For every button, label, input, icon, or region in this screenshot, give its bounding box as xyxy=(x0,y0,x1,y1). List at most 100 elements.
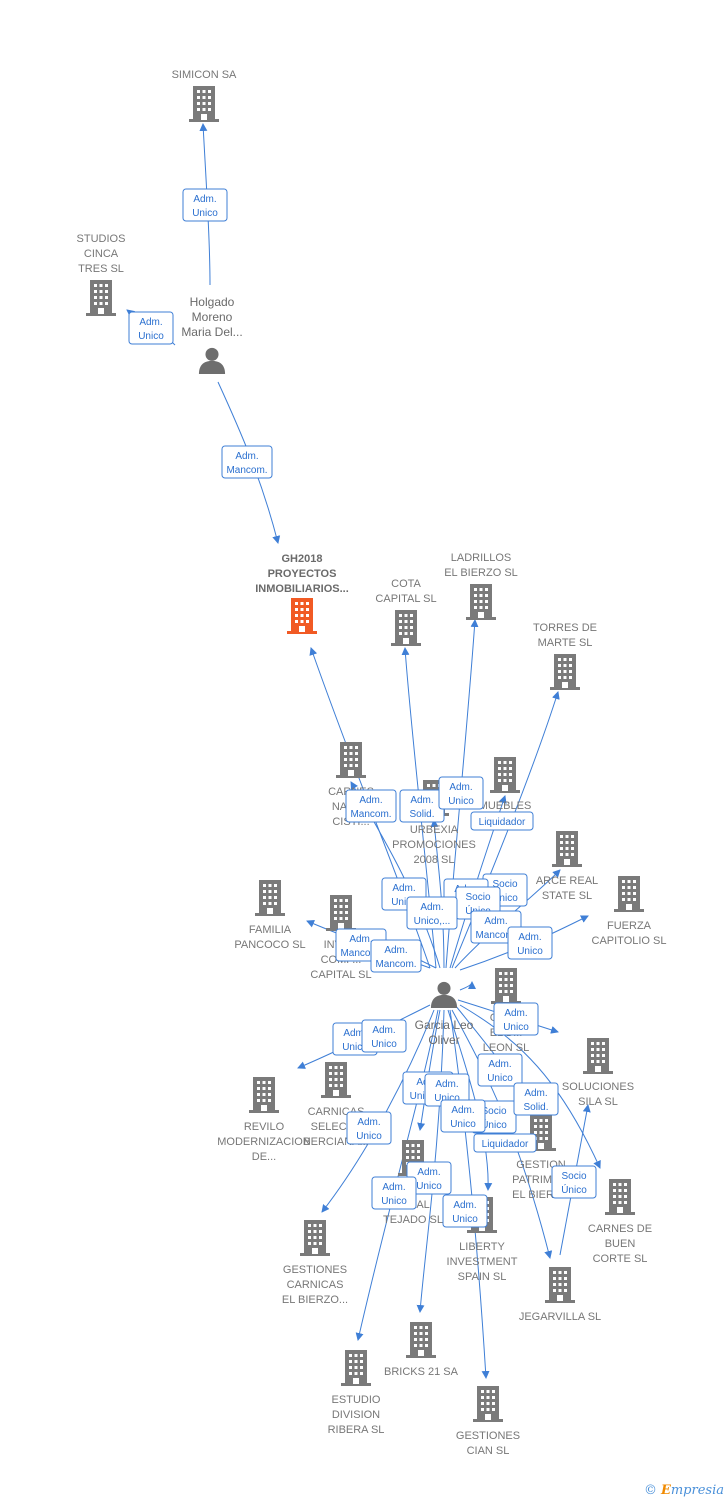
relation-label-text: Adm. xyxy=(193,194,216,205)
node-label-line: STUDIOS xyxy=(77,233,126,245)
relation-label[interactable]: Adm.Unico xyxy=(507,926,553,960)
node-jegarvilla[interactable]: JEGARVILLA SL xyxy=(519,1267,601,1323)
relation-label-text: Liquidador xyxy=(482,1139,529,1150)
building-icon xyxy=(336,742,366,778)
relation-label[interactable]: Adm.Solid. xyxy=(513,1082,559,1116)
node-bricks[interactable]: BRICKS 21 SA xyxy=(384,1322,459,1378)
node-label-line: CORTE SL xyxy=(593,1253,648,1265)
relation-label-box xyxy=(182,188,228,222)
building-icon xyxy=(341,1350,371,1386)
relation-label-text: Unico xyxy=(356,1131,382,1142)
node-label-line: 2008 SL xyxy=(414,854,455,866)
node-label-line: REVILO xyxy=(244,1121,285,1133)
relation-label-box xyxy=(470,811,534,831)
node-revilo[interactable]: REVILOMODERNIZACIONDE... xyxy=(217,1077,311,1163)
relation-label-text: Socio xyxy=(465,892,490,903)
relation-label[interactable]: Adm.Solid. xyxy=(399,789,445,823)
relation-label-box xyxy=(513,1082,559,1116)
node-label-line: GESTIONES xyxy=(283,1264,347,1276)
relation-label[interactable]: Adm.Unico xyxy=(442,1194,488,1228)
building-icon xyxy=(490,757,520,793)
building-icon xyxy=(466,584,496,620)
node-label-line: LADRILLOS xyxy=(451,552,512,564)
building-icon xyxy=(605,1179,635,1215)
relation-label-box xyxy=(345,789,397,823)
relation-label-text: Adm. xyxy=(518,932,541,943)
node-label-line: Holgado xyxy=(190,295,235,309)
relation-label-text: Socio xyxy=(481,1106,506,1117)
relation-label-box xyxy=(473,1133,537,1153)
relation-label-box xyxy=(221,445,273,479)
relation-label-text: Adm. xyxy=(382,1182,405,1193)
relation-label[interactable]: Adm.Unico xyxy=(440,1099,486,1133)
node-gh2018[interactable]: GH2018PROYECTOSINMOBILIARIOS... xyxy=(255,553,349,634)
relation-label-text: Único xyxy=(481,1118,507,1131)
building-icon xyxy=(326,895,356,931)
person-icon xyxy=(430,981,458,1008)
building-icon xyxy=(552,831,582,867)
edge-7 xyxy=(451,691,560,969)
node-label-line: Oliver xyxy=(428,1033,459,1047)
relation-label[interactable]: Adm. Unico xyxy=(371,1176,417,1210)
relation-label[interactable]: Adm.Unico xyxy=(346,1111,392,1145)
relation-label-text: Adm. xyxy=(524,1088,547,1099)
relation-label-text: Unico xyxy=(381,1196,407,1207)
relation-label-text: Adm. xyxy=(435,1079,458,1090)
relation-label-box xyxy=(371,1176,417,1210)
node-label-line: INMOBILIARIOS... xyxy=(255,583,349,595)
relation-label[interactable]: Adm.Unico xyxy=(182,188,228,222)
edge-9 xyxy=(430,819,445,969)
node-label-line: MODERNIZACION xyxy=(217,1136,311,1148)
relation-label-text: Unico xyxy=(503,1022,529,1033)
relation-label-box xyxy=(346,1111,392,1145)
relation-label[interactable]: Adm.Mancom. xyxy=(221,445,273,479)
relation-label-text: Unico xyxy=(138,331,164,342)
node-label-line: LIBERTY xyxy=(459,1241,505,1253)
relation-label-text: Adm. xyxy=(451,1105,474,1116)
relation-label[interactable]: Liquidador xyxy=(470,811,534,831)
brand-footer[interactable]: ©Empresia xyxy=(644,1483,724,1498)
relation-label[interactable]: Adm.Unico xyxy=(128,311,174,345)
relation-label-text: Mancom. xyxy=(350,809,391,820)
relation-label[interactable]: Adm.Unico xyxy=(361,1019,407,1053)
node-label-line: JEGARVILLA SL xyxy=(519,1311,601,1323)
relation-label-text: Unico xyxy=(487,1073,513,1084)
node-label-line: CARNICAS xyxy=(287,1279,344,1291)
relation-label[interactable]: Adm.Unico xyxy=(438,776,484,810)
relation-label-text: Adm. xyxy=(449,782,472,793)
relation-label[interactable]: Adm.Unico xyxy=(477,1053,523,1087)
node-label-line: LEON SL xyxy=(483,1042,529,1054)
relation-label-text: Adm. xyxy=(359,795,382,806)
building-icon xyxy=(391,610,421,646)
node-label-line: RIBERA SL xyxy=(328,1424,385,1436)
relation-label[interactable]: Adm.Unico,... xyxy=(406,896,458,930)
building-icon xyxy=(406,1322,436,1358)
relation-label-box xyxy=(128,311,174,345)
relation-label[interactable]: Adm.Mancom. xyxy=(370,939,422,973)
node-label-line: BRICKS 21 SA xyxy=(384,1366,459,1378)
relation-label[interactable]: Adm. Mancom. xyxy=(345,789,397,823)
node-simicon[interactable]: SIMICON SA xyxy=(172,69,237,122)
relation-label[interactable]: Liquidador xyxy=(473,1133,537,1153)
relation-label-box xyxy=(440,1099,486,1133)
relation-label[interactable]: Adm.Unico xyxy=(493,1002,539,1036)
relation-label-text: Adm. xyxy=(343,1028,366,1039)
node-label-line: Moreno xyxy=(192,310,233,324)
